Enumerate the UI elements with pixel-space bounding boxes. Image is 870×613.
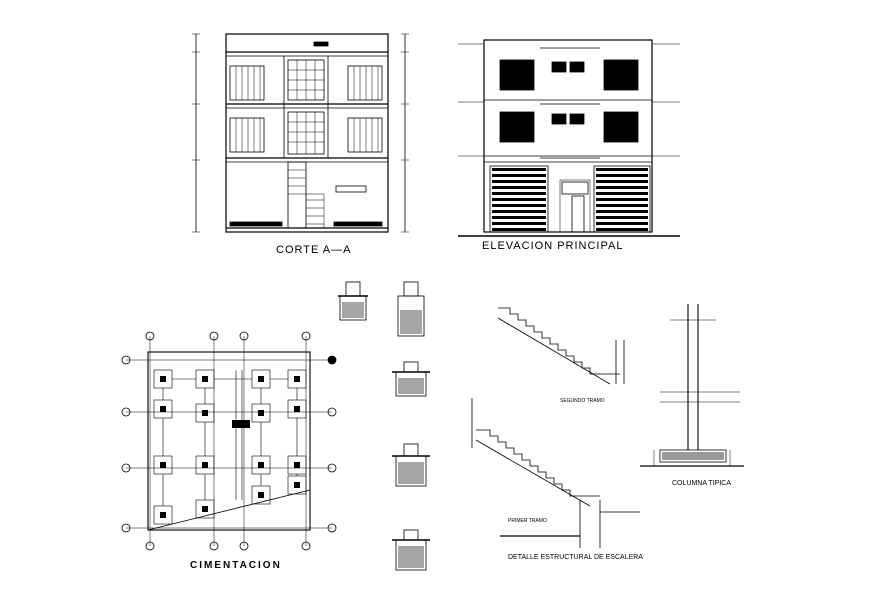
- typical-column-detail: [640, 304, 744, 467]
- stair-second-flight-label: SEGUNDO TRAMO: [560, 398, 605, 404]
- column-title: COLUMNA TIPICA: [672, 480, 731, 487]
- elevation-title: ELEVACION PRINCIPAL: [482, 240, 624, 252]
- stair-structural-detail: [471, 307, 640, 548]
- foundation-plan-drawing: [121, 331, 337, 551]
- footing-details: [338, 281, 430, 571]
- stair-first-flight-label: PRIMER TRAMO: [508, 518, 547, 524]
- section-a-a-drawing: [192, 33, 409, 233]
- section-title: CORTE A—A: [276, 244, 352, 256]
- foundation-title: CIMENTACION: [190, 560, 282, 571]
- main-elevation-drawing: [458, 39, 680, 237]
- stair-detail-title: DETALLE ESTRUCTURAL DE ESCALERA: [508, 554, 643, 561]
